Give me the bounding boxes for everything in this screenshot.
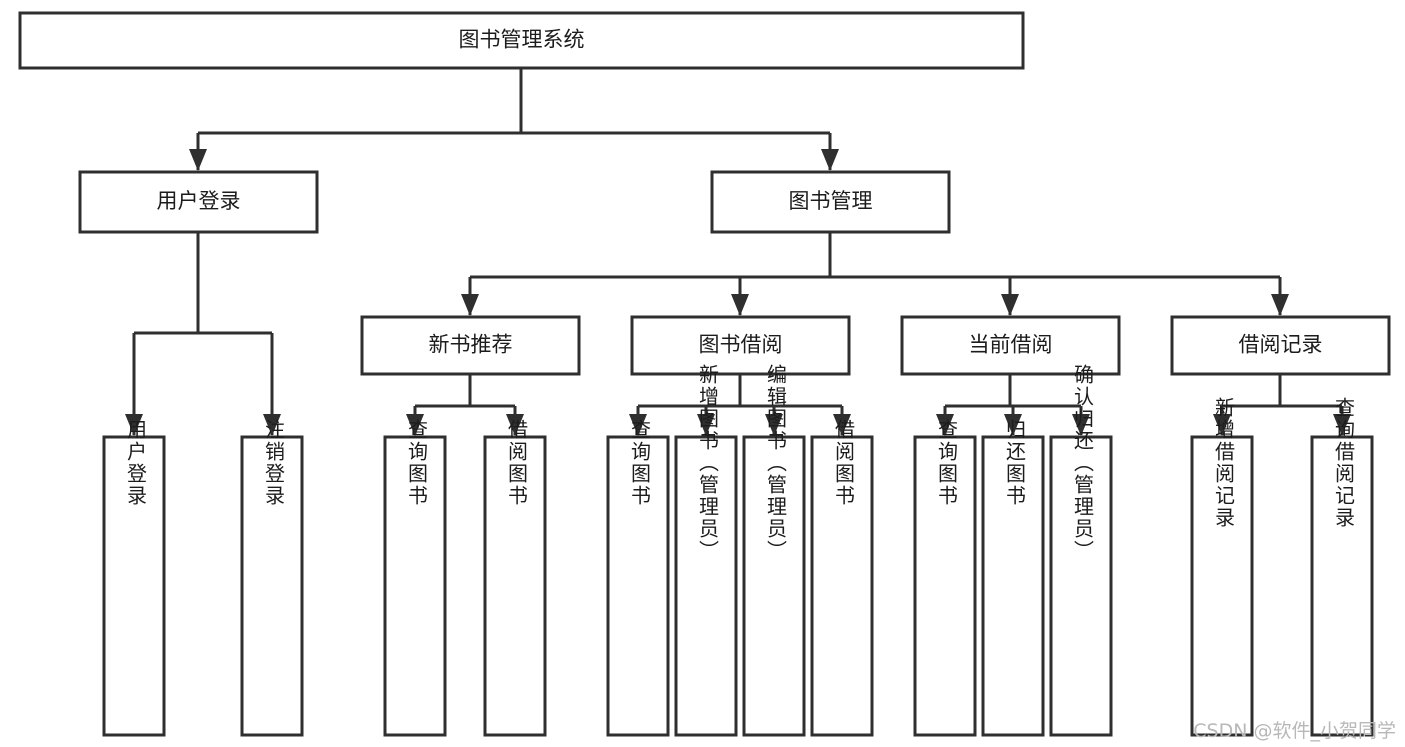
node-current-borrow[interactable]: 当前借阅 — [900, 315, 1121, 376]
arrow-head-icon — [1333, 414, 1351, 436]
arrow-head-icon — [263, 414, 281, 436]
leaf-node-box[interactable] — [606, 435, 670, 737]
leaf-node-box[interactable] — [1310, 435, 1374, 737]
node-leaf-confirm-return[interactable]: 确认归还（管理员） — [1049, 364, 1113, 737]
level2-node-label: 用户登录 — [157, 189, 241, 213]
connector-layer — [125, 68, 1351, 436]
conn-root-bus — [189, 68, 839, 171]
arrow-head-icon — [189, 149, 207, 171]
arrow-head-icon — [1001, 294, 1019, 316]
leaf-node-label: 查询图书 — [405, 419, 429, 507]
node-leaf-return-book[interactable]: 归还图书 — [981, 419, 1045, 737]
node-leaf-query-book-recommend[interactable]: 查询图书 — [383, 419, 447, 737]
node-leaf-query-book-current[interactable]: 查询图书 — [913, 419, 977, 737]
leaf-node-label: 新增借阅记录 — [1212, 397, 1236, 529]
conn-recommend-bus — [406, 374, 524, 436]
conn-record-bus — [1213, 374, 1351, 436]
arrow-head-icon — [629, 414, 647, 436]
node-root[interactable]: 图书管理系统 — [18, 11, 1025, 70]
conn-bookmgmt-bus — [461, 232, 1289, 316]
node-leaf-user-login[interactable]: 用户登录 — [102, 419, 166, 737]
leaf-node-box[interactable] — [913, 435, 977, 737]
level3-node-label: 借阅记录 — [1239, 333, 1323, 357]
csdn-watermark: CSDN @软件_小贺同学 — [1193, 720, 1396, 742]
level3-node-label: 新书推荐 — [429, 333, 513, 357]
leaf-node-box[interactable] — [674, 435, 738, 737]
node-leaf-borrow-book[interactable]: 借阅图书 — [810, 419, 874, 737]
level3-node-box[interactable] — [1170, 315, 1391, 376]
conn-userlogin-bus — [125, 232, 281, 436]
leaf-node-label: 新增图书（管理员） — [696, 364, 720, 562]
arrow-head-icon — [833, 414, 851, 436]
arrow-head-icon — [1271, 294, 1289, 316]
level2-node-label: 图书管理 — [789, 189, 873, 213]
node-leaf-borrow-book-recommend[interactable]: 借阅图书 — [483, 419, 547, 737]
node-new-book-recommend[interactable]: 新书推荐 — [360, 315, 581, 376]
leaf-node-box[interactable] — [102, 435, 166, 737]
root-node-box[interactable] — [18, 11, 1025, 70]
leaf-node-box[interactable] — [240, 435, 304, 737]
leaf-node-box[interactable] — [742, 435, 806, 737]
arrow-head-icon — [125, 414, 143, 436]
conn-current-bus — [936, 374, 1090, 436]
leaf-node-box[interactable] — [810, 435, 874, 737]
arrow-head-icon — [1072, 414, 1090, 436]
node-leaf-add-borrow-record[interactable]: 新增借阅记录 — [1190, 397, 1254, 737]
leaf-node-label: 注销登录 — [262, 419, 286, 507]
level3-node-box[interactable] — [630, 315, 851, 376]
arrow-head-icon — [461, 294, 479, 316]
node-book-management[interactable]: 图书管理 — [710, 170, 951, 234]
arrow-head-icon — [731, 294, 749, 316]
node-leaf-query-borrow-record[interactable]: 查询借阅记录 — [1310, 397, 1374, 737]
node-leaf-query-book-borrow[interactable]: 查询图书 — [606, 419, 670, 737]
arrow-head-icon — [765, 414, 783, 436]
leaf-node-label: 查询借阅记录 — [1332, 397, 1356, 529]
arrow-head-icon — [936, 414, 954, 436]
arrow-head-icon — [697, 414, 715, 436]
leaf-node-box[interactable] — [1049, 435, 1113, 737]
leaf-node-label: 确认归还（管理员） — [1071, 364, 1095, 562]
leaf-node-label: 用户登录 — [124, 419, 148, 507]
node-leaf-logout[interactable]: 注销登录 — [240, 419, 304, 737]
leaf-node-label: 借阅图书 — [832, 419, 856, 507]
node-borrow-record[interactable]: 借阅记录 — [1170, 315, 1391, 376]
level3-node-box[interactable] — [900, 315, 1121, 376]
conn-borrow-bus — [629, 374, 851, 436]
arrow-head-icon — [406, 414, 424, 436]
leaf-node-box[interactable] — [981, 435, 1045, 737]
leaf-node-box[interactable] — [483, 435, 547, 737]
node-layer: 图书管理系统用户登录图书管理新书推荐图书借阅当前借阅借阅记录用户登录注销登录查询… — [18, 11, 1391, 737]
level3-node-label: 当前借阅 — [969, 333, 1053, 357]
level2-node-box[interactable] — [710, 170, 951, 234]
arrow-head-icon — [1213, 414, 1231, 436]
arrow-head-icon — [1004, 414, 1022, 436]
root-node-label: 图书管理系统 — [459, 28, 585, 52]
leaf-node-label: 查询图书 — [935, 419, 959, 507]
leaf-node-box[interactable] — [383, 435, 447, 737]
leaf-node-label: 查询图书 — [628, 419, 652, 507]
node-book-borrow[interactable]: 图书借阅 — [630, 315, 851, 376]
leaf-node-label: 编辑图书（管理员） — [764, 364, 788, 562]
leaf-node-label: 借阅图书 — [505, 419, 529, 507]
node-user-login[interactable]: 用户登录 — [78, 170, 319, 234]
leaf-node-label: 归还图书 — [1003, 419, 1027, 507]
level3-node-label: 图书借阅 — [699, 333, 783, 357]
arrow-head-icon — [821, 149, 839, 171]
node-leaf-edit-book[interactable]: 编辑图书（管理员） — [742, 364, 806, 737]
level2-node-box[interactable] — [78, 170, 319, 234]
arrow-head-icon — [506, 414, 524, 436]
leaf-node-box[interactable] — [1190, 435, 1254, 737]
node-leaf-add-book[interactable]: 新增图书（管理员） — [674, 364, 738, 737]
level3-node-box[interactable] — [360, 315, 581, 376]
